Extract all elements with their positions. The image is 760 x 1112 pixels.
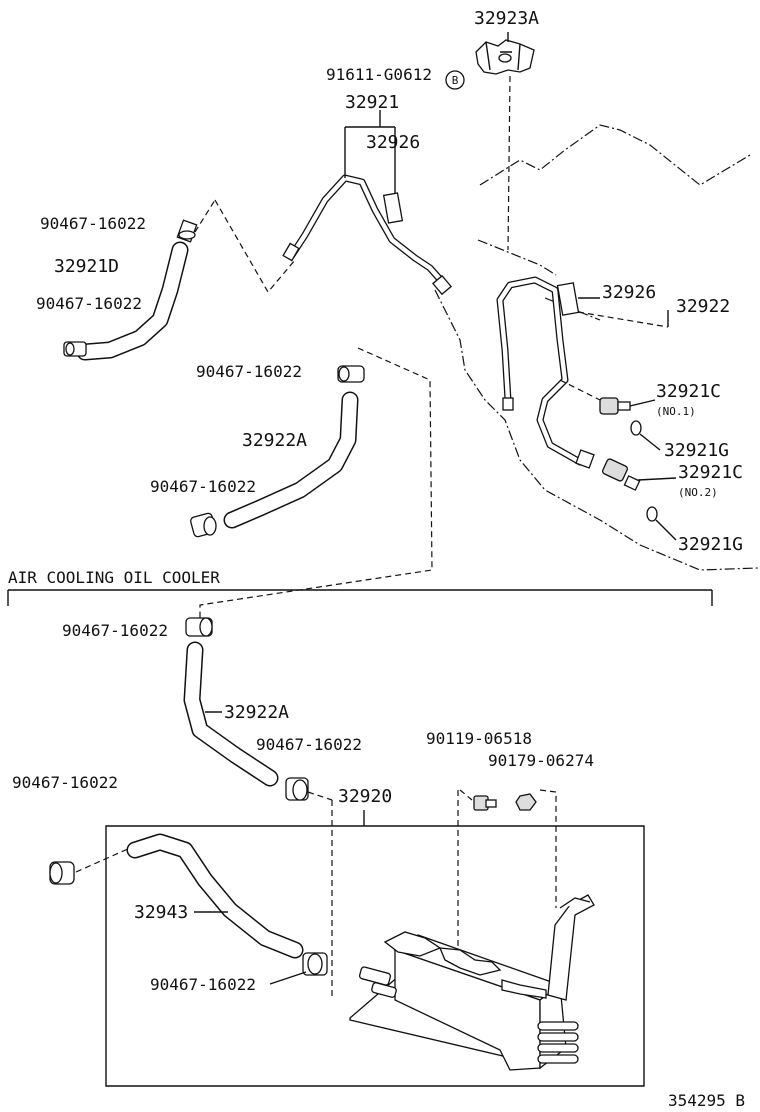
label-91611-G0612: 91611-G0612 <box>326 65 432 84</box>
hose-32943 <box>126 833 304 959</box>
hose-clamp-upper-left <box>176 219 198 243</box>
label-no1: (NO.1) <box>656 405 696 418</box>
label-32922A-top: 32922A <box>242 430 307 451</box>
cooler-fins <box>537 1021 579 1064</box>
hose-32922A-top <box>223 391 359 529</box>
label-90467-16022-d: 90467-16022 <box>150 477 256 496</box>
label-90467-16022-a: 90467-16022 <box>40 214 146 233</box>
label-32922A-bottom: 32922A <box>224 702 289 723</box>
label-90467-16022-e: 90467-16022 <box>62 621 168 640</box>
svg-text:B: B <box>452 74 459 87</box>
oil-pipe-32922 <box>496 276 595 469</box>
oil-cooler-32920 <box>349 894 595 1071</box>
engine-block-outline <box>434 124 759 571</box>
drawing-number: 354295 B <box>668 1091 745 1110</box>
label-32921D: 32921D <box>54 256 119 277</box>
label-32920: 32920 <box>338 786 392 807</box>
hose-clamp-outside-left <box>49 861 75 885</box>
label-32921C-2: 32921C <box>678 462 743 483</box>
label-32926-lower: 32926 <box>602 282 656 303</box>
gasket-32921G-1 <box>630 420 642 436</box>
bracket-clamp-32923A <box>475 39 535 75</box>
label-32921G-1: 32921G <box>664 440 729 461</box>
hose-32921D <box>76 241 189 361</box>
label-90467-16022-g: 90467-16022 <box>12 773 118 792</box>
sleeve-32926-lower <box>556 282 580 316</box>
label-32923A: 32923A <box>474 8 539 29</box>
section-title: AIR COOLING OIL COOLER <box>8 568 220 587</box>
label-90467-16022-b: 90467-16022 <box>36 294 142 313</box>
union-fitting-32921C-no1 <box>599 397 631 415</box>
label-32922: 32922 <box>676 296 730 317</box>
label-90467-16022-h: 90467-16022 <box>150 975 256 994</box>
nut-90179 <box>515 793 537 811</box>
hose-clamp-top-bottom <box>190 512 217 538</box>
bolt-90119 <box>473 795 497 811</box>
hose-clamp-top-right <box>337 365 365 383</box>
label-32926-upper: 32926 <box>366 132 420 153</box>
circle-marker-b: B <box>445 70 465 90</box>
sleeve-32926-upper <box>382 192 404 224</box>
label-90467-16022-c: 90467-16022 <box>196 362 302 381</box>
label-no2: (NO.2) <box>678 486 718 499</box>
label-90179-06274: 90179-06274 <box>488 751 594 770</box>
label-32943: 32943 <box>134 902 188 923</box>
label-90119-06518: 90119-06518 <box>426 729 532 748</box>
label-32921C-1: 32921C <box>656 381 721 402</box>
gasket-32921G-2 <box>646 506 658 522</box>
label-32921: 32921 <box>345 92 399 113</box>
label-32921G-2: 32921G <box>678 534 743 555</box>
label-90467-16022-f: 90467-16022 <box>256 735 362 754</box>
part-labels: 32923A 91611-G0612 32921 32926 90467-160… <box>8 8 745 1110</box>
hose-clamp-lower-top <box>185 617 213 637</box>
hose-clamp-inner <box>302 952 328 976</box>
hose-clamp-lower-left <box>63 341 87 357</box>
hose-32922A-bottom <box>183 641 279 787</box>
oil-pipe-32921 <box>282 174 453 296</box>
hose-clamp-lower-mid <box>285 777 309 801</box>
union-fitting-32921C-no2 <box>601 458 641 491</box>
